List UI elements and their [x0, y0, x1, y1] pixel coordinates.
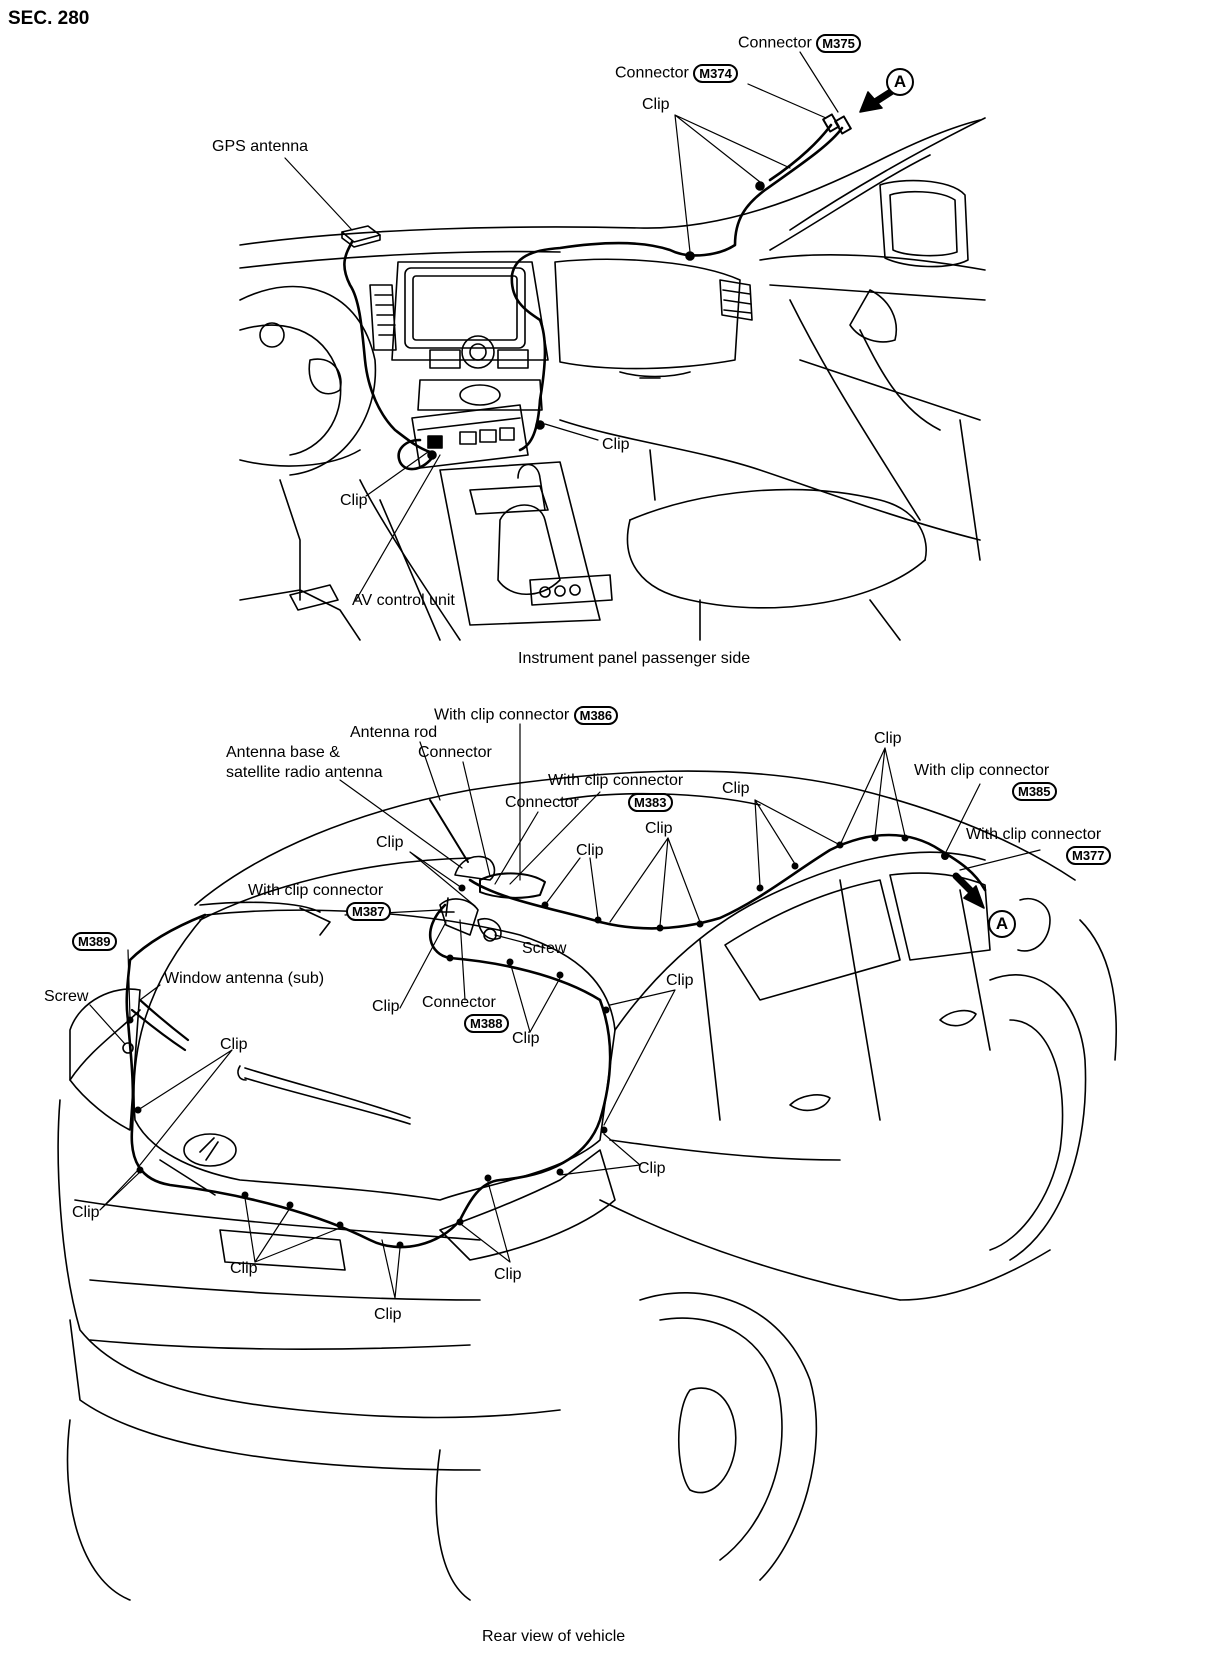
label-antenna-base-1: Antenna base & — [226, 744, 340, 761]
label-clip-right: Clip — [602, 436, 630, 453]
badge-m387: M387 — [346, 902, 391, 921]
label-antenna-rod: Antenna rod — [350, 724, 438, 741]
label-clip-rear-bottom: Clip — [374, 1306, 402, 1323]
label-av-control-unit: AV control unit — [352, 592, 455, 609]
section-title: SEC. 280 — [8, 8, 90, 29]
label-clip-roof-top: Clip — [874, 730, 902, 747]
connector-id-badge: M388 — [464, 1014, 509, 1033]
connector-id-badge: M383 — [628, 793, 673, 812]
caption-instrument-panel: Instrument panel passenger side — [518, 650, 751, 667]
label-connector-m388: Connector — [422, 994, 496, 1011]
label-clip-rear-right: Clip — [494, 1266, 522, 1283]
label-clip-center-right: Clip — [512, 1030, 540, 1047]
label-connector-1: Connector — [418, 744, 492, 761]
label-clip-roof-low: Clip — [645, 820, 673, 837]
label-connector-m375: Connector M375 — [738, 34, 861, 53]
connector-id-badge: M385 — [1012, 782, 1057, 801]
label-clip-antenna-left: Clip — [376, 834, 404, 851]
badge-m389: M389 — [72, 932, 117, 951]
label-with-clip-connector-m387: With clip connector — [248, 882, 384, 899]
connector-id-badge: M389 — [72, 932, 117, 951]
view-marker-a: A — [886, 68, 914, 96]
label-clip-glass-left: Clip — [220, 1036, 248, 1053]
badge-m388: M388 — [464, 1014, 509, 1033]
label-clip-roof-mid: Clip — [722, 780, 750, 797]
label-with-clip-connector-m385: With clip connector — [914, 762, 1050, 779]
connector-id-badge: M377 — [1066, 846, 1111, 865]
label-screw-center: Screw — [522, 940, 567, 957]
badge-m377: M377 — [1066, 846, 1111, 865]
label-gps-antenna: GPS antenna — [212, 138, 309, 155]
badge-m383: M383 — [628, 793, 673, 812]
label-screw-left: Screw — [44, 988, 89, 1005]
label-clip-rear-center: Clip — [230, 1260, 258, 1277]
label-connector-m374: Connector M374 — [615, 64, 738, 83]
connector-id-badge: M386 — [573, 706, 619, 725]
connector-id-badge: M375 — [816, 34, 861, 53]
caption-rear-view: Rear view of vehicle — [482, 1628, 626, 1645]
label-with-clip-connector-m383: With clip connector — [548, 772, 684, 789]
label-text: Connector — [615, 64, 689, 82]
label-clip-glass-right: Clip — [638, 1160, 666, 1177]
view-marker-a-bottom: A — [988, 910, 1016, 938]
connector-id-badge: M387 — [346, 902, 391, 921]
label-connector-2: Connector — [505, 794, 579, 811]
vehicle-rear-drawing — [57, 723, 1118, 1601]
label-with-clip-connector-m386: With clip connector M386 — [434, 706, 619, 725]
label-clip-pillar-right: Clip — [666, 972, 694, 989]
label-clip-left: Clip — [340, 492, 368, 509]
badge-m385: M385 — [1012, 782, 1057, 801]
label-antenna-base-2: satellite radio antenna — [226, 764, 383, 781]
instrument-panel-drawing — [239, 51, 986, 641]
label-clip-center-left: Clip — [372, 998, 400, 1015]
label-text: With clip connector — [434, 706, 570, 724]
label-with-clip-connector-m377: With clip connector — [966, 826, 1102, 843]
label-clip-rear-left: Clip — [72, 1204, 100, 1221]
label-window-antenna-sub: Window antenna (sub) — [164, 970, 325, 987]
label-clip-antenna-right: Clip — [576, 842, 604, 859]
label-text: Connector — [738, 34, 812, 52]
connector-id-badge: M374 — [693, 64, 738, 83]
label-clip-top: Clip — [642, 96, 670, 113]
